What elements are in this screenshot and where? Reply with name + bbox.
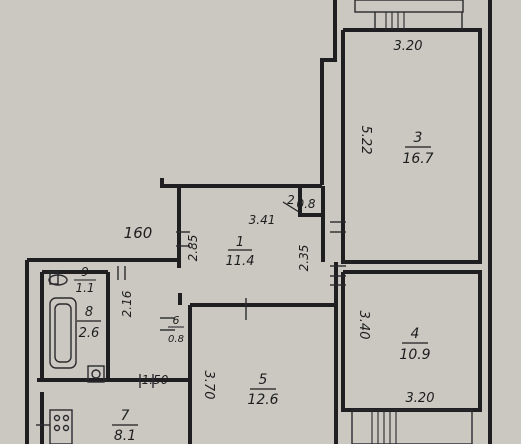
room-6-label: 6 0.8 xyxy=(168,314,184,345)
svg-text:8.1: 8.1 xyxy=(114,428,136,444)
svg-text:9: 9 xyxy=(81,265,89,279)
bottom-balcony xyxy=(351,409,473,444)
dim-room4-bottom-width: 3.20 xyxy=(406,391,435,406)
dim-room3-length: 5.22 xyxy=(358,126,373,155)
sink-fixture xyxy=(87,365,105,383)
svg-text:0.8: 0.8 xyxy=(296,197,315,211)
dim-hall-right: 2.35 xyxy=(297,245,311,272)
svg-text:16.7: 16.7 xyxy=(402,151,433,167)
dim-room5-length: 3.70 xyxy=(201,371,216,400)
svg-text:1: 1 xyxy=(236,235,244,250)
dim-bath-side: 2.16 xyxy=(120,290,134,317)
svg-text:2.6: 2.6 xyxy=(79,326,100,341)
svg-text:5: 5 xyxy=(259,372,268,388)
room-8-label: 8 2.6 xyxy=(77,305,101,341)
outer-walls xyxy=(25,0,492,444)
room-3-label: 3 16.7 xyxy=(402,130,433,167)
svg-text:1.1: 1.1 xyxy=(75,281,94,295)
room-5-label: 5 12.6 xyxy=(247,372,278,408)
svg-text:12.6: 12.6 xyxy=(247,392,278,408)
svg-text:7: 7 xyxy=(121,408,130,424)
bathtub-fixture xyxy=(49,297,77,369)
svg-text:11.4: 11.4 xyxy=(226,254,255,269)
door-ticks xyxy=(36,221,346,426)
dim-hall-left: 2.85 xyxy=(186,235,200,262)
svg-text:2: 2 xyxy=(287,193,295,207)
stove-fixture xyxy=(49,409,73,444)
svg-text:10.9: 10.9 xyxy=(399,347,430,363)
svg-text:3: 3 xyxy=(414,130,423,146)
svg-text:0.8: 0.8 xyxy=(168,334,184,345)
dim-corridor-width: 3.41 xyxy=(249,213,276,227)
dim-kitchen-width: 1.50 xyxy=(142,373,169,387)
room-7-label: 7 8.1 xyxy=(112,408,138,444)
svg-text:6: 6 xyxy=(173,314,180,327)
dim-entry-width: 160 xyxy=(124,224,153,242)
room-4-label: 4 10.9 xyxy=(399,326,430,363)
svg-text:8: 8 xyxy=(85,305,93,320)
toilet-fixture xyxy=(48,271,68,286)
room-1-label: 1 11.4 xyxy=(226,235,255,269)
dim-room4-length: 3.40 xyxy=(356,311,371,340)
dim-room3-top-width: 3.20 xyxy=(394,39,423,54)
room-2-label: 2 0.8 xyxy=(282,193,316,213)
svg-text:4: 4 xyxy=(411,326,420,342)
room-9-label: 9 1.1 xyxy=(74,265,96,295)
top-balcony xyxy=(354,0,464,30)
